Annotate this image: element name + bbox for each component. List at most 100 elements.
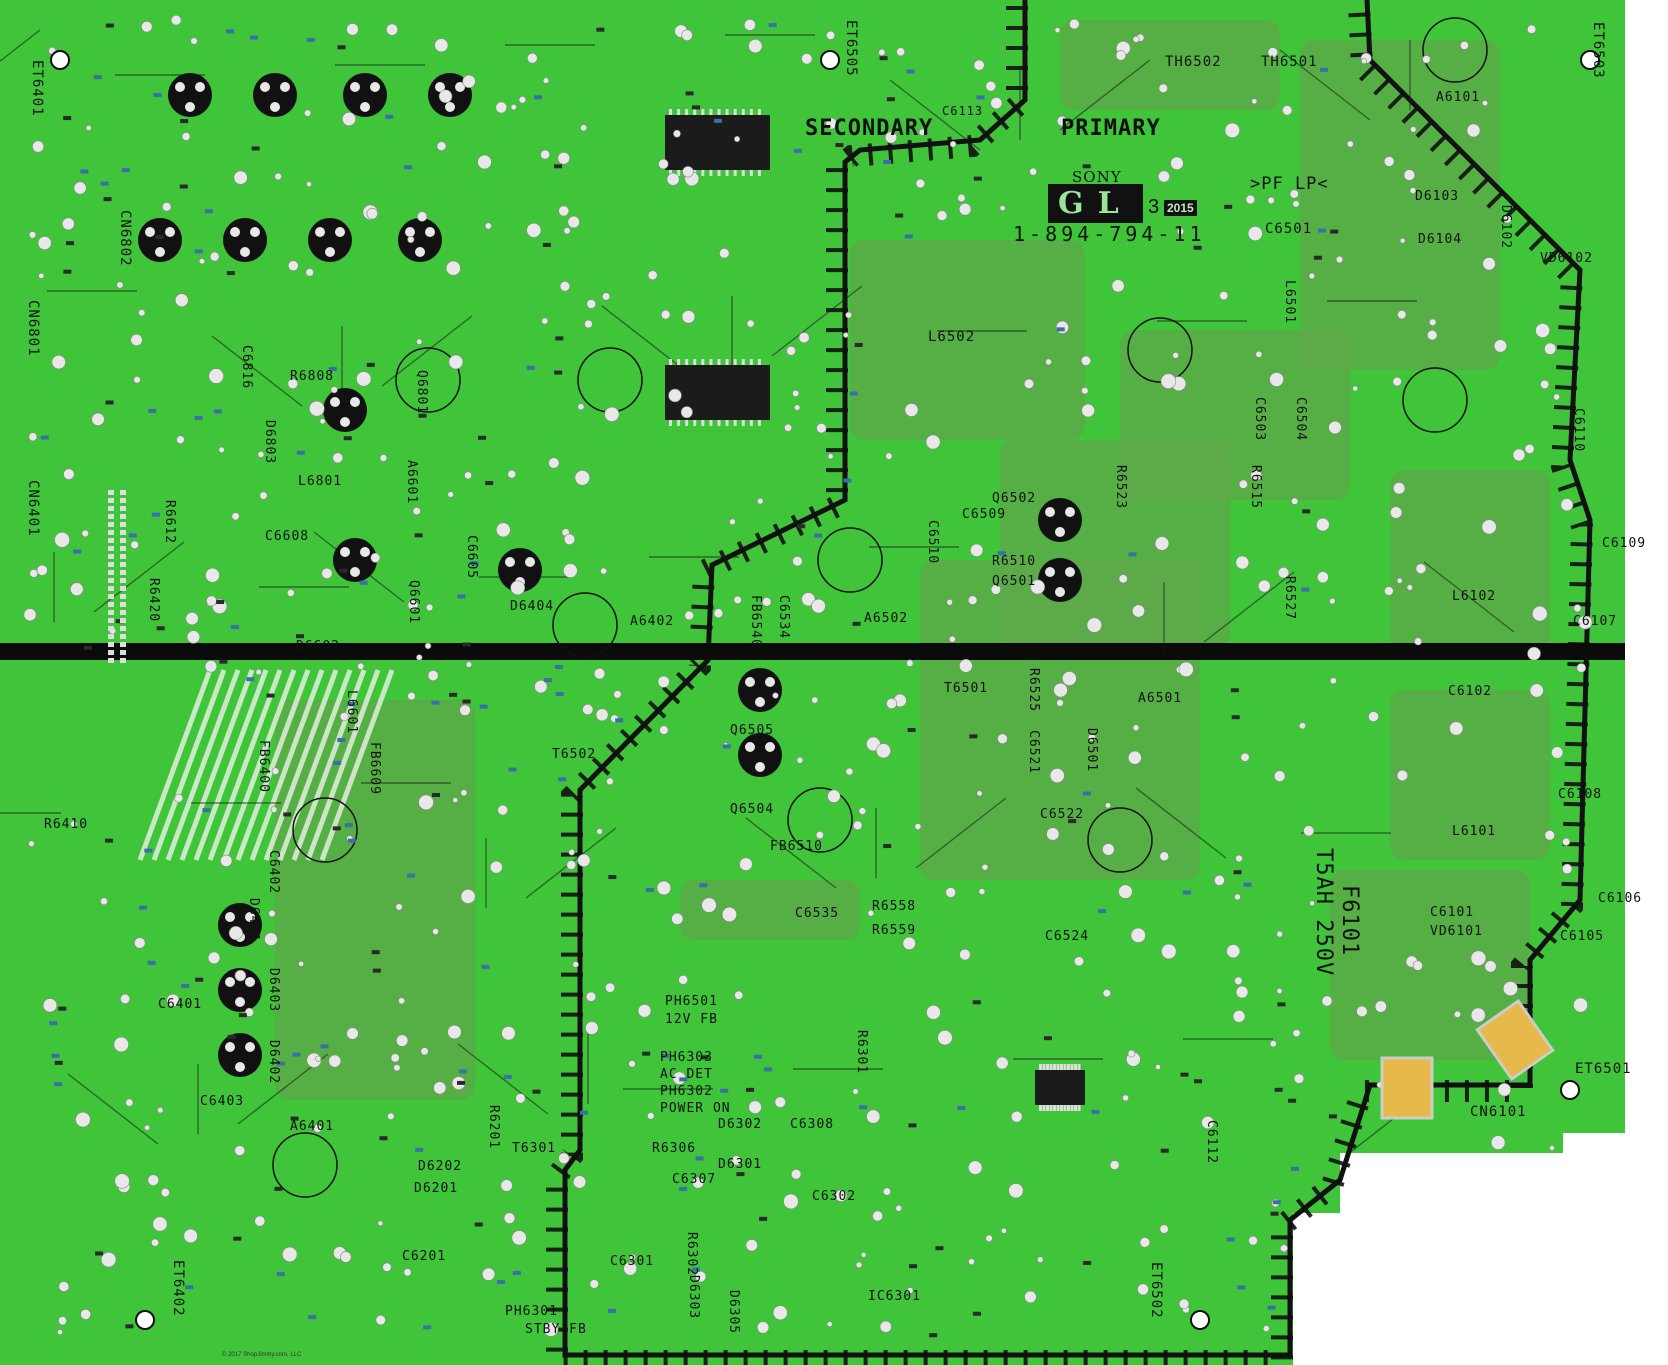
solder-pad (393, 1064, 401, 1072)
mounting-hole (50, 50, 70, 70)
smd-component (337, 45, 346, 50)
trace (771, 285, 863, 357)
solder-pad (395, 903, 403, 911)
solder-pad (1484, 960, 1497, 973)
solder-pad (801, 53, 813, 65)
smd-component (713, 118, 722, 123)
solder-pad (1132, 604, 1145, 618)
smd-component (1128, 552, 1137, 557)
solder-pad (100, 1251, 117, 1268)
solder-pad (452, 797, 459, 803)
silkscreen-label-fb6540: FB6540 (748, 595, 763, 648)
smd-component (194, 415, 203, 420)
smd-component (972, 1000, 981, 1005)
smd-component (333, 760, 342, 765)
smd-component (148, 408, 157, 413)
smd-component (907, 728, 916, 733)
solder-pad (541, 317, 549, 325)
solder-pad (1303, 825, 1315, 837)
solder-pad (445, 102, 455, 112)
solder-pad (130, 333, 143, 347)
silkscreen-label-fb12v: 12V FB (665, 1012, 718, 1027)
solder-pad (959, 659, 973, 673)
ic-pin (1074, 1064, 1077, 1070)
solder-pad (582, 703, 594, 716)
smd-component (1237, 1285, 1246, 1290)
solder-pad (360, 102, 370, 112)
solder-pad (748, 38, 763, 54)
solder-pad (147, 1174, 160, 1186)
smd-component (181, 983, 190, 988)
solder-pad (416, 211, 428, 222)
solder-pad (1396, 577, 1403, 584)
silkscreen-label-l6601: L6601 (344, 690, 359, 735)
silkscreen-label-c6501: C6501 (1265, 221, 1313, 237)
component-outline (552, 592, 618, 658)
solder-pad (350, 567, 360, 577)
smd-component (216, 600, 225, 605)
smd-component (699, 883, 708, 888)
solder-pad (116, 281, 124, 289)
smd-component (555, 691, 564, 696)
solder-pad (28, 231, 37, 239)
solder-pad (1466, 123, 1481, 138)
smd-component (1083, 1260, 1092, 1265)
smd-component (379, 1136, 388, 1141)
solder-pad (1159, 1224, 1169, 1234)
silkscreen-label-d6303: D6303 (686, 1275, 701, 1320)
solder-pad (811, 598, 826, 614)
solder-pad (593, 667, 606, 680)
silkscreen-label-c6107: C6107 (1573, 614, 1618, 629)
solder-pad (882, 1187, 891, 1196)
header-pin (120, 498, 126, 503)
solder-pad (543, 1321, 559, 1337)
smd-component (58, 1006, 67, 1011)
solder-pad (260, 82, 270, 92)
smd-component (679, 1186, 688, 1191)
solder-pad (1234, 893, 1241, 901)
header-pin (120, 562, 126, 567)
header-pin (120, 594, 126, 599)
year-mark: 2015 (1164, 200, 1197, 216)
solder-pad (287, 378, 299, 390)
header-pin (108, 650, 114, 655)
solder-pad (1238, 479, 1248, 489)
solder-pad (235, 997, 245, 1007)
solder-pad (1086, 617, 1102, 633)
silkscreen-label-l6102: L6102 (1452, 589, 1497, 604)
smd-component (40, 435, 49, 440)
smd-component (290, 1116, 299, 1121)
solder-pad (879, 1320, 892, 1333)
solder-pad (1232, 1010, 1246, 1023)
trace (1059, 59, 1151, 131)
smd-component (768, 23, 777, 28)
solder-pad (518, 96, 527, 104)
solder-pad (872, 1210, 884, 1222)
solder-pad (255, 669, 262, 676)
smd-component (185, 1285, 194, 1290)
ic-pin (1049, 1064, 1053, 1070)
solder-pad (668, 388, 682, 403)
solder-pad (114, 1173, 130, 1189)
solder-pad (1170, 156, 1184, 170)
ic-pin (717, 170, 721, 176)
solder-pad (678, 974, 689, 985)
solder-pad (1277, 567, 1290, 579)
smd-component (366, 362, 375, 367)
header-pin (120, 634, 126, 639)
hatch-stripe (249, 669, 325, 861)
component-outline (272, 1132, 338, 1198)
solder-pad (1158, 170, 1170, 183)
solder-pad (1273, 770, 1286, 782)
solder-pad (425, 227, 435, 237)
solder-pad (1081, 387, 1089, 395)
solder-pad (1470, 1007, 1486, 1023)
silkscreen-label-r6420: R6420 (146, 578, 161, 623)
solder-pad (595, 708, 609, 722)
solder-pad (482, 1267, 496, 1281)
solder-pad (274, 172, 282, 181)
header-pin (120, 538, 126, 543)
silkscreen-label-r6201: R6201 (486, 1105, 501, 1150)
solder-pad (1255, 350, 1263, 358)
smd-component (276, 1061, 285, 1066)
